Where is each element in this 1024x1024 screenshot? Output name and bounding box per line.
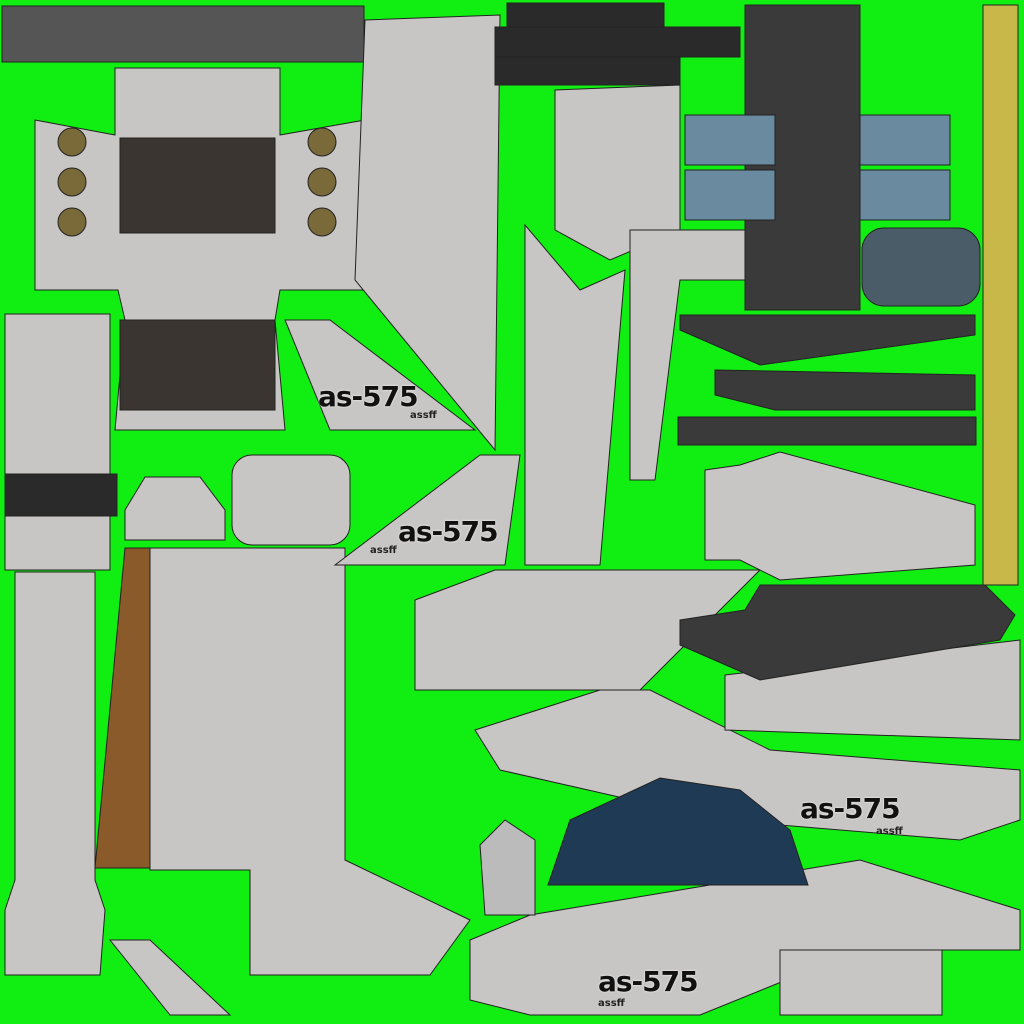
- top-strip: [1, 5, 365, 63]
- fuselage-top: [34, 67, 366, 431]
- bolt-3: [57, 207, 87, 237]
- small-panel: [779, 949, 943, 1016]
- cabin-panel: [149, 547, 471, 976]
- dark-wedge-3: [677, 416, 977, 446]
- bolt-5: [307, 167, 337, 197]
- engine-grill-1: [119, 137, 276, 234]
- sub-marking: assff: [370, 545, 397, 556]
- vent-grill-3: [859, 114, 951, 166]
- bolt-4: [307, 127, 337, 157]
- panel-r2: [524, 223, 626, 566]
- fin-panel-1: [284, 319, 477, 431]
- side-vent: [4, 473, 118, 517]
- left-side-panel: [4, 313, 111, 571]
- light-fixture: [479, 819, 536, 916]
- ladder-strip: [982, 4, 1019, 586]
- vent-grill-1: [684, 114, 776, 166]
- sub-marking: assff: [876, 826, 903, 837]
- vent-grill-4: [859, 169, 951, 221]
- fin-panel-2: [333, 454, 521, 566]
- dark-bar-2: [494, 26, 741, 58]
- canopy-glass: [547, 777, 809, 886]
- dark-bar-3: [494, 56, 681, 86]
- dark-bar-1: [506, 2, 665, 29]
- stripe-panel: [94, 547, 151, 869]
- boom-1: [474, 689, 1021, 841]
- bolt-6: [307, 207, 337, 237]
- tail-fin-small: [108, 939, 232, 1016]
- engine-cowl: [704, 451, 976, 581]
- blade-panel-1: [354, 14, 501, 452]
- registration-marking: as-575: [318, 380, 419, 413]
- dark-wedge-2: [714, 369, 976, 411]
- vent-grill-2: [684, 169, 776, 221]
- engine-grill-2: [119, 319, 276, 411]
- sub-marking: assff: [410, 410, 437, 421]
- registration-marking: as-575: [800, 792, 901, 825]
- window-top: [231, 454, 351, 546]
- registration-marking: as-575: [398, 515, 499, 548]
- registration-marking: as-575: [598, 965, 699, 998]
- tail-boom-left: [4, 571, 106, 976]
- sub-marking: assff: [598, 998, 625, 1009]
- bolt-1: [57, 127, 87, 157]
- dark-wedge-1: [679, 314, 976, 366]
- bolt-2: [57, 167, 87, 197]
- console: [679, 584, 1016, 681]
- hatch-top: [124, 476, 226, 541]
- glass-oval: [861, 227, 981, 307]
